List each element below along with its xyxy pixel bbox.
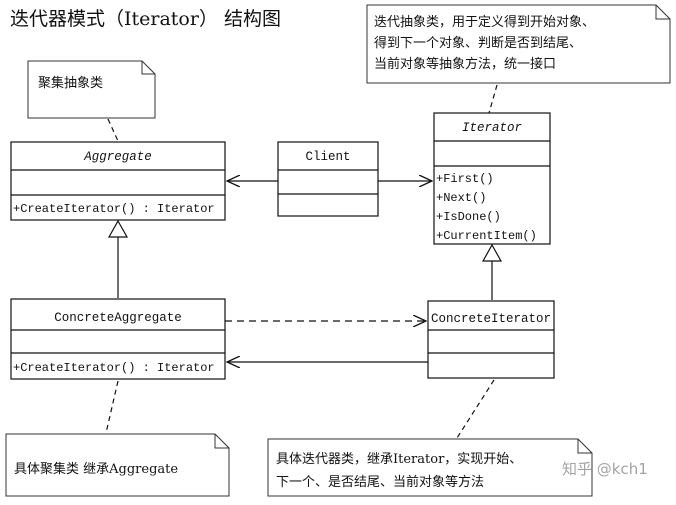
- note-aggregate: 聚集抽象类: [27, 60, 156, 119]
- class-concrete-aggregate: ConcreteAggregate +CreateIterator() : It…: [10, 298, 226, 380]
- class-iterator-method-isdone: +IsDone(): [436, 210, 501, 224]
- note-concrete-iterator-line-1: 具体迭代器类，继承Iterator，实现开始、: [276, 452, 522, 467]
- class-concrete-iterator-name: ConcreteIterator: [431, 312, 551, 326]
- class-iterator-name: Iterator: [462, 121, 523, 135]
- note-concrete-aggregate-connector: [105, 380, 119, 434]
- note-aggregate-text: 聚集抽象类: [38, 75, 103, 91]
- inheritance-iterator: [481, 243, 503, 300]
- class-concrete-iterator: ConcreteIterator: [427, 300, 555, 379]
- note-concrete-iterator: 具体迭代器类，继承Iterator，实现开始、 下一个、是否结尾、当前对象等方法: [267, 438, 593, 497]
- class-client: Client: [277, 141, 379, 217]
- class-iterator-method-first: +First(): [436, 172, 494, 186]
- note-concrete-aggregate: 具体聚集类 继承Aggregate: [5, 433, 230, 497]
- class-aggregate-method: +CreateIterator() : Iterator: [13, 202, 215, 216]
- note-concrete-iterator-connector: [456, 379, 495, 439]
- class-iterator-method-currentitem: +CurrentItem(): [436, 229, 537, 243]
- note-concrete-aggregate-text: 具体聚集类 继承Aggregate: [14, 461, 178, 477]
- class-aggregate-name: Aggregate: [83, 150, 152, 164]
- note-iterator-line-3: 当前对象等抽象方法，统一接口: [374, 56, 556, 72]
- note-aggregate-connector: [107, 118, 119, 142]
- class-iterator: Iterator +First() +Next() +IsDone() +Cur…: [433, 112, 551, 245]
- note-iterator-line-1: 迭代抽象类，用于定义得到开始对象、: [374, 14, 595, 30]
- page-title: 迭代器模式（Iterator） 结构图: [10, 8, 281, 30]
- class-aggregate: Aggregate +CreateIterator() : Iterator: [10, 141, 226, 221]
- class-concrete-aggregate-method: +CreateIterator() : Iterator: [13, 361, 215, 375]
- class-iterator-method-next: +Next(): [436, 191, 486, 205]
- note-iterator: 迭代抽象类，用于定义得到开始对象、 得到下一个对象、判断是否到结尾、 当前对象等…: [366, 4, 671, 84]
- watermark: 知乎 @kch1: [562, 460, 648, 478]
- note-iterator-line-2: 得到下一个对象、判断是否到结尾、: [374, 35, 582, 51]
- inheritance-aggregate: [107, 219, 129, 298]
- note-concrete-iterator-line-2: 下一个、是否结尾、当前对象等方法: [276, 474, 484, 490]
- note-iterator-connector: [488, 84, 498, 114]
- class-client-name: Client: [305, 150, 350, 164]
- class-concrete-aggregate-name: ConcreteAggregate: [54, 311, 182, 325]
